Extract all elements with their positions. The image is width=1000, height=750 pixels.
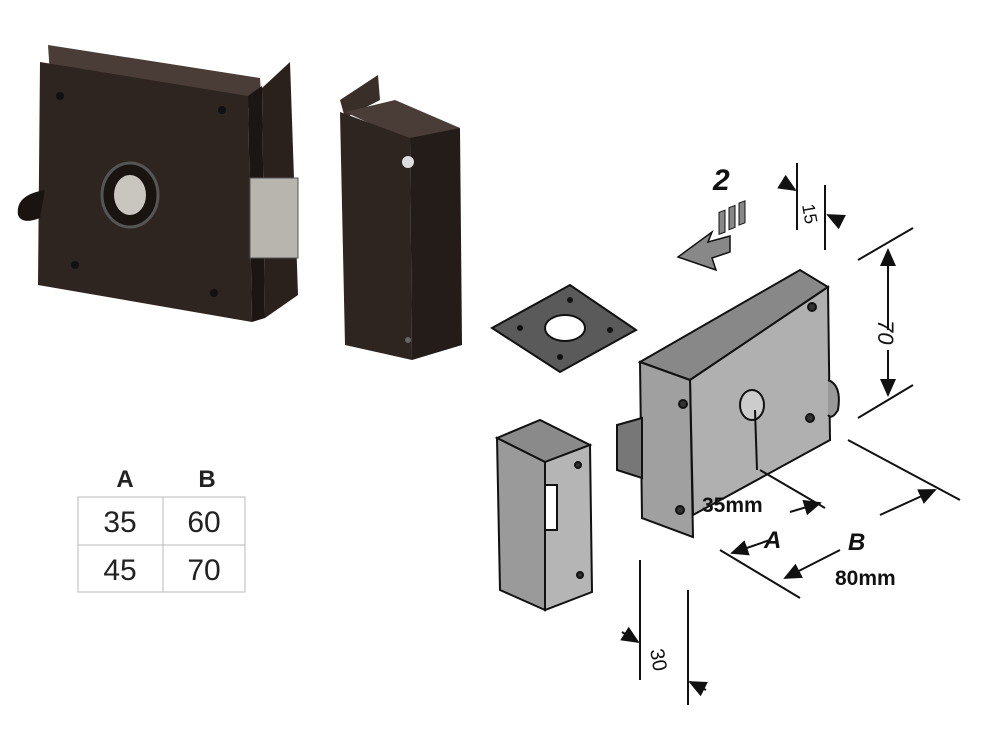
strike-thickness-label: 15 — [798, 202, 821, 225]
table-cell: 45 — [103, 554, 136, 587]
escutcheon-plate — [490, 283, 638, 374]
keeper-width-label: 30 — [645, 647, 671, 673]
dimension-a-label: A — [763, 527, 781, 554]
size-table: A B 35 60 45 70 — [77, 466, 246, 593]
table-cell: 60 — [187, 506, 220, 539]
dark-strike-keeper — [340, 75, 462, 360]
step-number: 2 — [712, 164, 730, 197]
width-label: 80mm — [835, 567, 896, 590]
grey-rim-lock — [616, 268, 840, 539]
height-label: 70 — [873, 320, 898, 345]
dark-rim-lock — [17, 45, 299, 322]
table-cell: 35 — [103, 506, 136, 539]
table-header-a: A — [116, 466, 133, 493]
table-cell: 70 — [187, 554, 220, 587]
dimension-b-label: B — [848, 529, 865, 556]
direction-arrow-icon — [676, 200, 746, 272]
backset-label: 35mm — [702, 494, 763, 517]
table-header-b: B — [198, 466, 215, 493]
grey-strike-keeper — [494, 418, 594, 612]
dimension-lines — [620, 163, 961, 705]
